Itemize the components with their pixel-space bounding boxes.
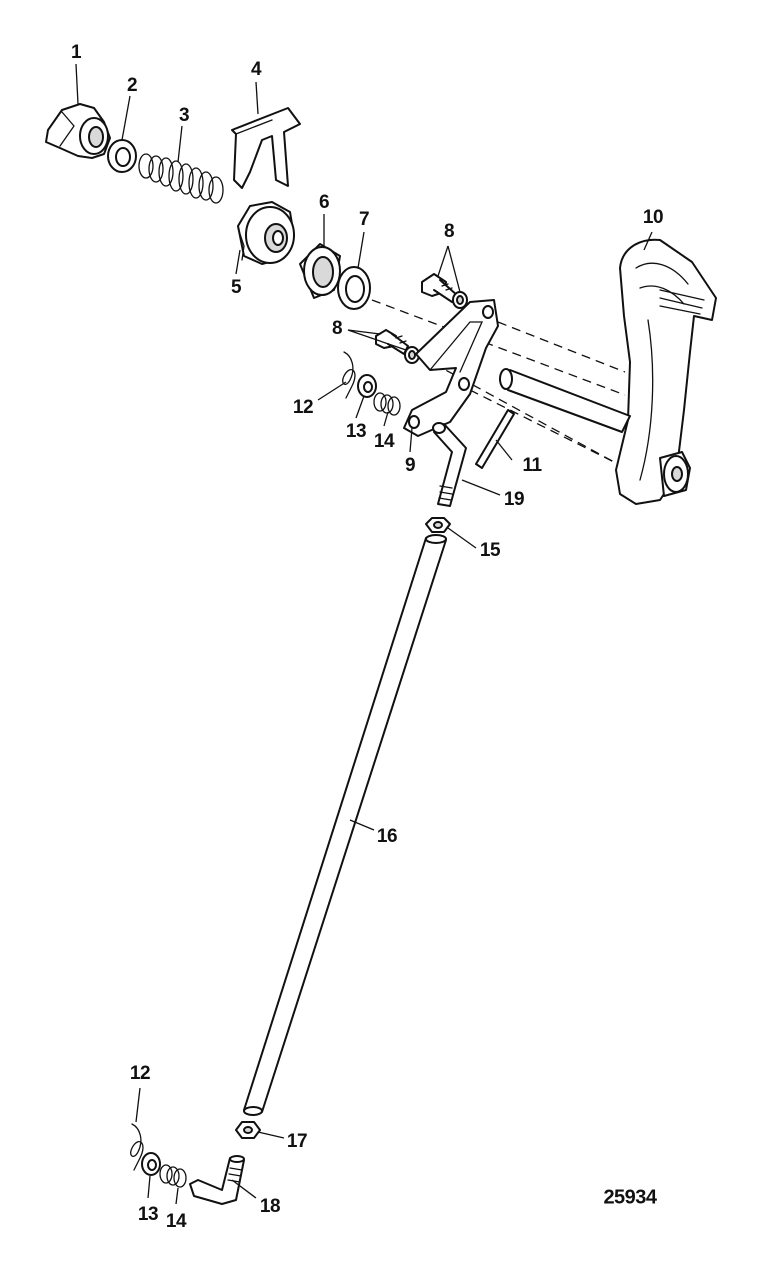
figure-number: 25934	[603, 1186, 657, 1209]
part-7-washer	[337, 266, 371, 310]
callout-4: 4	[250, 59, 262, 80]
callout-13-lower: 13	[137, 1204, 159, 1225]
callout-18: 18	[259, 1196, 281, 1217]
callout-11: 11	[522, 455, 542, 476]
callout-8-lower: 8	[331, 318, 343, 339]
callout-1: 1	[70, 42, 82, 63]
part-5-hub	[237, 201, 295, 265]
part-15-nut	[425, 517, 451, 533]
part-14-bushing-lower	[159, 1164, 187, 1188]
callout-9: 9	[404, 455, 416, 476]
lever-shaft	[499, 368, 631, 433]
callout-12-upper: 12	[292, 397, 314, 418]
callout-16: 16	[376, 826, 398, 847]
part-10-lever-handle	[615, 238, 717, 505]
part-6-bushing	[299, 243, 341, 299]
part-9-bracket	[403, 299, 499, 437]
callout-6: 6	[318, 192, 330, 213]
part-12-hairpin-upper	[342, 351, 356, 399]
callout-10: 10	[642, 207, 664, 228]
part-4-clip	[231, 107, 301, 189]
callout-12-lower: 12	[129, 1063, 151, 1084]
callout-17: 17	[286, 1131, 308, 1152]
part-1-knob	[45, 103, 111, 159]
callout-14-upper: 14	[373, 431, 395, 452]
part-2-washer	[107, 139, 137, 173]
callout-8-upper: 8	[443, 221, 455, 242]
part-14-bushing-upper	[373, 392, 401, 416]
callout-13-upper: 13	[345, 421, 367, 442]
part-19-rod-end-upper	[432, 422, 467, 507]
part-17-nut	[235, 1121, 261, 1139]
part-13-washer-upper	[357, 374, 377, 398]
callout-19: 19	[503, 489, 525, 510]
callout-3: 3	[178, 105, 190, 126]
part-11-pin	[475, 409, 515, 469]
part-12-hairpin-lower	[130, 1123, 144, 1171]
part-16-long-rod	[243, 534, 447, 1116]
part-18-rod-end-lower	[189, 1155, 245, 1205]
callout-15: 15	[479, 540, 501, 561]
callout-2: 2	[126, 75, 138, 96]
callout-5: 5	[230, 277, 242, 298]
callout-14-lower: 14	[165, 1211, 187, 1232]
part-13-washer-lower	[141, 1152, 161, 1176]
leader-lines	[75, 63, 653, 1205]
callout-7: 7	[358, 209, 370, 230]
part-3-spring	[138, 153, 224, 204]
